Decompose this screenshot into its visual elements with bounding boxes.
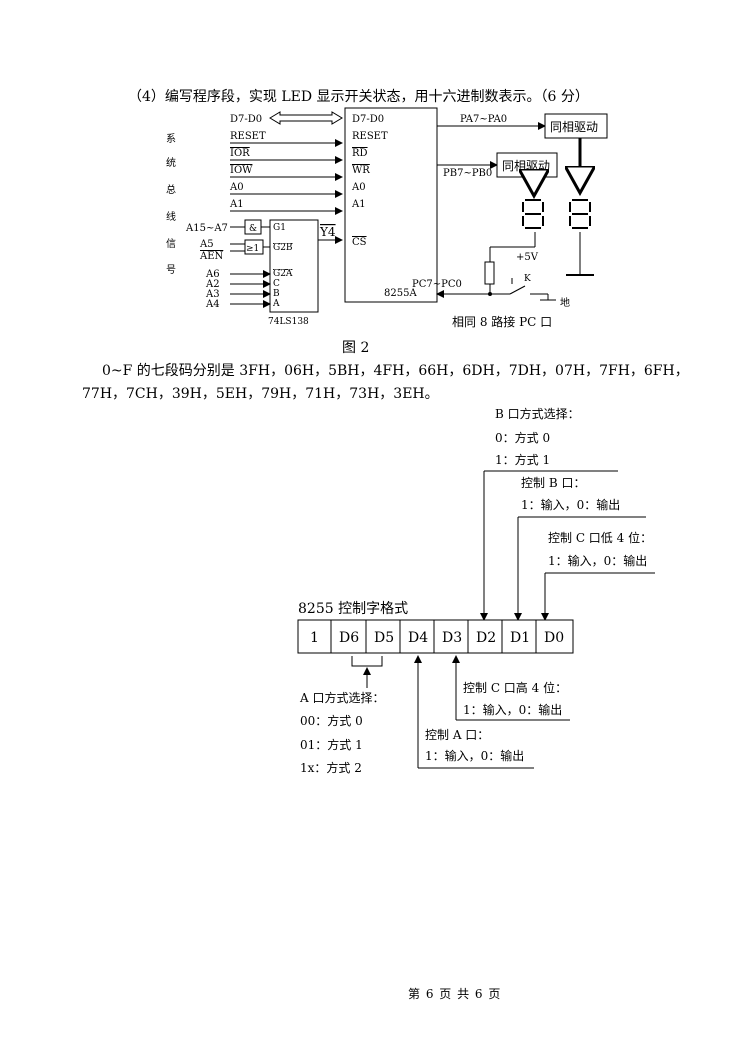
b-mode-title: B 口方式选择：: [495, 406, 580, 421]
question-text: （4）编写程序段，实现 LED 显示开关状态，用十六进制数表示。（6 分）: [128, 89, 589, 105]
b-mode-note: B 口方式选择： 0：方式 0 1：方式 1: [495, 406, 580, 467]
vcc-label: +5V: [516, 252, 539, 263]
ctrl-c-low-desc: 1：输入，0：输出: [548, 553, 647, 568]
ctrl-c-low-note: 控制 C 口低 4 位： 1：输入，0：输出: [548, 530, 652, 568]
seg-codes-line2: 77H，7CH，39H，5EH，79H，71H，73H，3EH。: [82, 386, 439, 402]
bus-char: 系: [166, 133, 176, 145]
sig-iow: IOW: [230, 165, 253, 176]
b-mode-0: 0：方式 0: [495, 430, 550, 445]
addr-a5: A5: [199, 239, 214, 250]
sig-d7d0: D7-D0: [230, 114, 262, 125]
address-labels: A15~A7 A5 AEN A6 A2 A3 A4: [185, 223, 228, 310]
bit-2: D2: [476, 630, 496, 646]
seven-seg-display-a: [569, 199, 591, 229]
a-mode-2: 1x：方式 2: [300, 760, 362, 775]
decoder-name: 74LS138: [268, 317, 309, 327]
sig-reset: RESET: [230, 131, 266, 142]
page-footer: 第 6 页 共 6 页: [408, 987, 502, 1001]
bus-signal-labels: D7-D0 RESET IOR IOW A0 A1: [229, 114, 266, 210]
addr-a2: A2: [205, 279, 220, 290]
pin-d7d0: D7-D0: [352, 114, 384, 125]
sig-ior: IOR: [230, 148, 250, 159]
bus-label: 系 统 总 线 信 号: [166, 133, 176, 276]
port-a-label: PA7~PA0: [460, 114, 507, 125]
chip-8255-pins: D7-D0 RESET RD WR A0 A1 CS 8255A: [351, 114, 417, 299]
ctrl-c-high-title: 控制 C 口高 4 位：: [463, 680, 567, 695]
bit-4: D4: [408, 630, 428, 646]
pin-c: C: [273, 279, 280, 289]
addr-a3: A3: [205, 289, 220, 300]
ctrl-a-note: 控制 A 口： 1：输入，0：输出: [425, 728, 524, 763]
chip-8255: [344, 107, 438, 303]
pin-wr: WR: [352, 165, 370, 176]
b-mode-1: 1：方式 1: [495, 452, 550, 467]
decoder-pins: G1 G2B G2A C B A 74LS138: [268, 223, 309, 327]
addr-a15a7: A15~A7: [185, 223, 228, 234]
chip-name: 8255A: [384, 288, 417, 299]
sig-a1: A1: [229, 199, 244, 210]
figure-caption: 图 2: [342, 340, 370, 356]
a-mode-1: 01：方式 1: [300, 737, 363, 752]
addr-a6: A6: [205, 269, 220, 280]
ctrl-c-low-title: 控制 C 口低 4 位：: [548, 530, 652, 545]
ctrl-a-desc: 1：输入，0：输出: [425, 748, 524, 763]
pc-note: 相同 8 路接 PC 口: [452, 314, 552, 329]
port-c-label: PC7~PC0: [412, 279, 462, 290]
port-b-label: PB7~PB0: [443, 168, 492, 179]
ctrl-c-high-note: 控制 C 口高 4 位： 1：输入，0：输出: [463, 680, 567, 717]
bit-5: D5: [374, 630, 394, 646]
resistor: [484, 261, 495, 285]
ctrl-b-title: 控制 B 口：: [521, 476, 585, 490]
driver-b-label: 同相驱动: [502, 159, 550, 173]
switch-label: K: [524, 274, 531, 284]
bus-char: 信: [166, 238, 176, 250]
bit-3: D3: [442, 630, 462, 646]
pin-a0: A0: [351, 182, 366, 193]
pin-g2a: G2A: [273, 269, 293, 279]
ground-label: 地: [560, 296, 570, 309]
seg-codes-line1: 0~F 的七段码分别是 3FH，06H，5BH，4FH，66H，6DH，7DH，…: [102, 363, 689, 379]
or-gate-symbol: ≥1: [246, 244, 259, 254]
bit-6: D6: [339, 630, 359, 646]
pin-a: A: [272, 299, 280, 309]
pin-rd: RD: [352, 148, 368, 159]
pin-g1: G1: [273, 223, 286, 233]
pin-reset: RESET: [352, 131, 388, 142]
seven-seg-display-b: [522, 199, 544, 229]
bit-1: D1: [510, 630, 530, 646]
ctrl-b-note: 控制 B 口： 1：输入，0：输出: [521, 476, 620, 512]
decoder-74ls138: [269, 219, 319, 313]
circuit-diagram: 系 统 总 线 信 号 D7-D0 RESET IOR IOW A0 A1 D7…: [166, 107, 608, 329]
and-gate-symbol: &: [249, 224, 257, 234]
pin-a1: A1: [351, 199, 366, 210]
a-mode-0: 00：方式 0: [300, 713, 363, 728]
control-word-diagram: B 口方式选择： 0：方式 0 1：方式 1 控制 B 口： 1：输入，0：输出…: [297, 406, 655, 775]
a-mode-note: A 口方式选择： 00：方式 0 01：方式 1 1x：方式 2: [299, 690, 384, 775]
pin-b: B: [273, 289, 280, 299]
ctrl-a-title: 控制 A 口：: [425, 728, 489, 742]
pin-g2b: G2B: [273, 243, 293, 253]
bit-7: 1: [310, 630, 319, 646]
data-bus-arrow: [269, 111, 343, 125]
bus-char: 线: [166, 210, 176, 223]
driver-a: [544, 113, 608, 139]
driver-a-label: 同相驱动: [550, 120, 598, 134]
bit-0: D0: [544, 630, 564, 646]
ctrl-c-high-desc: 1：输入，0：输出: [463, 702, 562, 717]
pin-cs: CS: [352, 237, 367, 248]
y4-label: Y4: [319, 225, 336, 239]
addr-aen: AEN: [199, 251, 224, 262]
control-word-title: 8255 控制字格式: [298, 601, 408, 617]
sig-a0: A0: [229, 182, 244, 193]
control-word-bits: 1 D6 D5 D4 D3 D2 D1 D0: [297, 619, 574, 654]
addr-a4: A4: [205, 299, 220, 310]
bus-char: 统: [166, 156, 176, 169]
bus-char: 总: [166, 183, 176, 196]
bus-char: 号: [166, 264, 176, 276]
a-mode-title: A 口方式选择：: [299, 690, 384, 705]
switch-k: [509, 285, 526, 295]
ctrl-b-desc: 1：输入，0：输出: [521, 497, 620, 512]
